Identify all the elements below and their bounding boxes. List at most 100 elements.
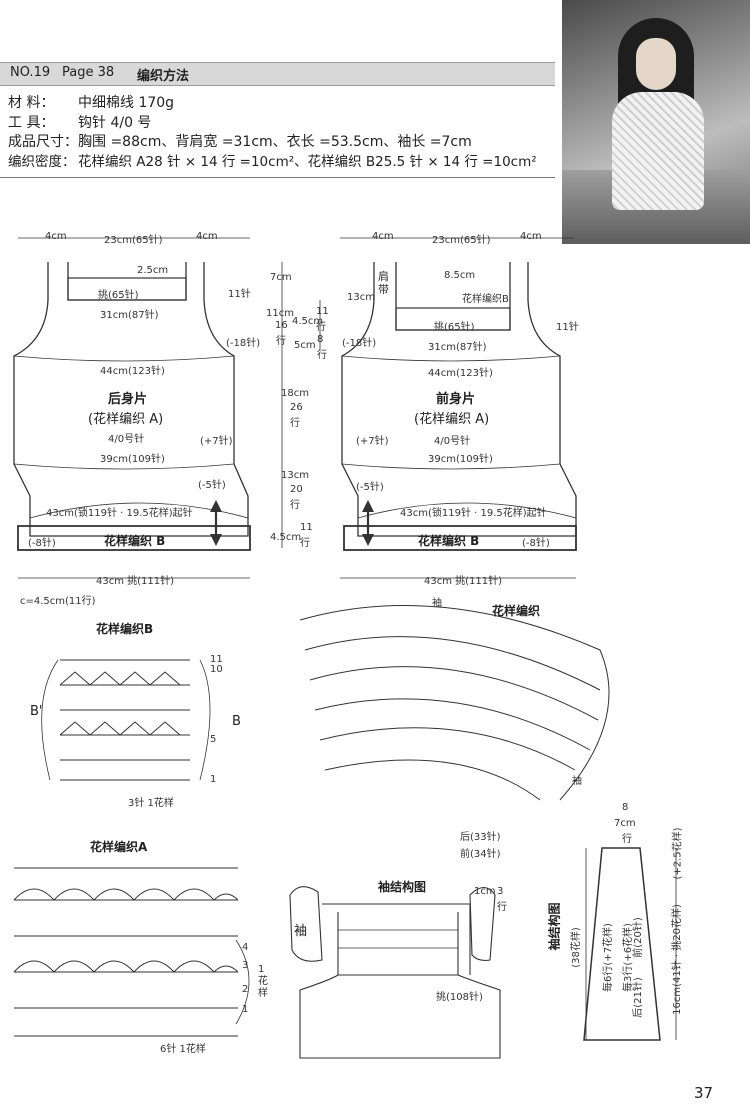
front-strap-pattern: 花样编织B [462,294,509,305]
height-11-rows-upper: 11 [316,306,329,317]
header-divider [0,177,555,178]
back-neck-stitches: 挑(65针) [98,290,139,301]
fan-top-sleeve: 袖 [432,598,442,609]
back-bottom-width: 43cm 挑(111针) [96,576,175,587]
front-piece-hook: 4/0号针 [434,436,471,447]
header-bar [0,62,555,86]
back-decrease-lower: (-5针) [198,480,226,491]
height-11-unit-upper: 行 [316,322,326,333]
pattern-number: NO.19 [10,65,51,80]
sleeve-chart-increase-top: (+2.5花样) [672,827,684,880]
back-hem-decrease: (-8针) [28,538,56,549]
sleeve-trapezoid-diagram [583,847,677,1041]
sleeve-diagram-height: 1cm [474,886,496,897]
back-piece-hook: 4/0号针 [108,434,145,445]
height-11-unit-lower: 行 [300,538,310,549]
height-26-rows: 26 [290,402,303,413]
sleeve-chart-height: 7cm [614,818,636,829]
note-c: c=4.5cm(11行) [20,596,96,607]
chart-b-title: 花样编织B [96,622,154,636]
front-strap-height: 13cm [347,292,375,303]
front-top-right-dim: 4cm [520,231,542,242]
fan-chart-title: 花样编织 [492,604,541,618]
back-waist-width: 39cm(109针) [100,454,165,465]
back-increase: (+7针) [200,436,233,447]
back-hem-pattern: 花样编织 B [104,534,166,548]
front-top-width-dim: 23cm(65针) [432,235,491,246]
height-8-unit: 行 [317,350,327,361]
sleeve-chart-every6: 毎6行(+7花样) [602,923,614,992]
sleeve-chart-title: 袖结构图 [547,902,562,951]
chart-b-stitch-diagram [41,659,211,781]
chart-a-row-4: 4 [242,942,249,953]
spec-gauge: 编织密度：花样编织 A28 针 × 14 行 =10cm²、花样编织 B25.5… [8,154,537,170]
front-piece-outline [340,237,577,579]
front-strap-label: 肩带 [378,270,389,296]
chart-b-bracket-left: B' [30,704,43,719]
front-top-left-dim: 4cm [372,231,394,242]
height-7cm: 7cm [270,272,292,283]
height-13cm: 13cm [281,470,309,481]
height-4-5cm-upper: 4.5cm [292,316,324,327]
front-bottom-width: 43cm 挑(111针) [424,576,503,587]
front-neck-depth: 8.5cm [444,270,476,281]
sleeve-diagram-title: 袖结构图 [378,880,427,894]
front-decrease-lower: (-5针) [356,482,384,493]
height-16-unit: 行 [276,336,286,347]
height-11-rows-lower: 11 [300,522,313,533]
photo-model-face [636,38,676,90]
fan-side-sleeve: 袖 [572,776,582,787]
section-title: 编织方法 [137,69,190,84]
front-neck-stitches: 挑(65针) [434,322,475,333]
height-20-unit: 行 [290,500,300,511]
back-piece-outline [13,237,251,579]
sleeve-assembly-diagram [289,886,501,1059]
height-8-rows: 8 [317,334,324,345]
front-piece-pattern: (花样编织 A) [414,412,490,427]
page-ref: Page 38 [62,65,115,80]
front-piece-title: 前身片 [436,392,476,407]
model-photo [562,0,750,244]
height-16-rows: 16 [275,320,288,331]
front-waist-width: 39cm(109针) [428,454,493,465]
chart-a-row-3: 3 [242,960,249,971]
chart-a-title: 花样编织A [90,840,148,854]
height-dimension-column [281,262,321,548]
back-foundation-chain: 43cm(锁119针 · 19.5花样)起针 [46,508,193,519]
fan-front-stitches: 前(34针) [460,849,501,860]
back-top-left-dim: 4cm [45,231,67,242]
sleeve-diagram-pickup: 挑(108针) [436,992,483,1003]
front-increase: (+7针) [356,436,389,447]
height-5cm: 5cm [294,340,316,351]
front-hem-decrease: (-8针) [522,538,550,549]
back-bust-width: 44cm(123针) [100,366,165,377]
chart-b-row-5: 5 [210,734,217,745]
chart-b-bracket-right: B [232,714,241,729]
sleeve-chart-bottom: 16cm(41针 · 挑20花样) [671,904,683,1015]
back-top-width-dim: 23cm(65针) [104,235,163,246]
chart-a-side-repeat: 1花样 [258,964,268,999]
back-piece-pattern: (花样编织 A) [88,412,164,427]
fan-back-stitches: 后(33针) [460,832,501,843]
chart-a-row-2: 2 [242,984,249,995]
front-armhole-decrease: (-18针) [342,338,377,349]
height-20-rows: 20 [290,484,303,495]
front-strap-stitches: 11针 [556,322,579,333]
yoke-fan-stitch-diagram [299,605,610,801]
height-4-5cm-lower: 4.5cm [270,532,302,543]
spec-tool: 工 具：钩针 4/0 号 [8,115,152,131]
sleeve-diagram-height-unit: 行 [497,902,507,913]
front-hem-pattern: 花样编织 B [418,534,480,548]
front-foundation-chain: 43cm(锁119针 · 19.5花样)起针 [400,508,547,519]
height-11cm: 11cm [266,308,294,319]
back-shoulder-width: 31cm(87针) [100,310,159,321]
sleeve-chart-height-unit: 行 [622,834,632,845]
chart-b-row-1: 1 [210,774,217,785]
sleeve-diagram-height-rows: 3 [497,886,504,897]
front-shoulder-width: 31cm(87针) [428,342,487,353]
back-top-right-dim: 4cm [196,231,218,242]
photo-model-top [612,92,704,210]
spec-size: 成品尺寸：胸围 =88cm、背肩宽 =31cm、衣长 =53.5cm、袖长 =7… [8,134,472,150]
back-neck-depth: 2.5cm [137,265,169,276]
